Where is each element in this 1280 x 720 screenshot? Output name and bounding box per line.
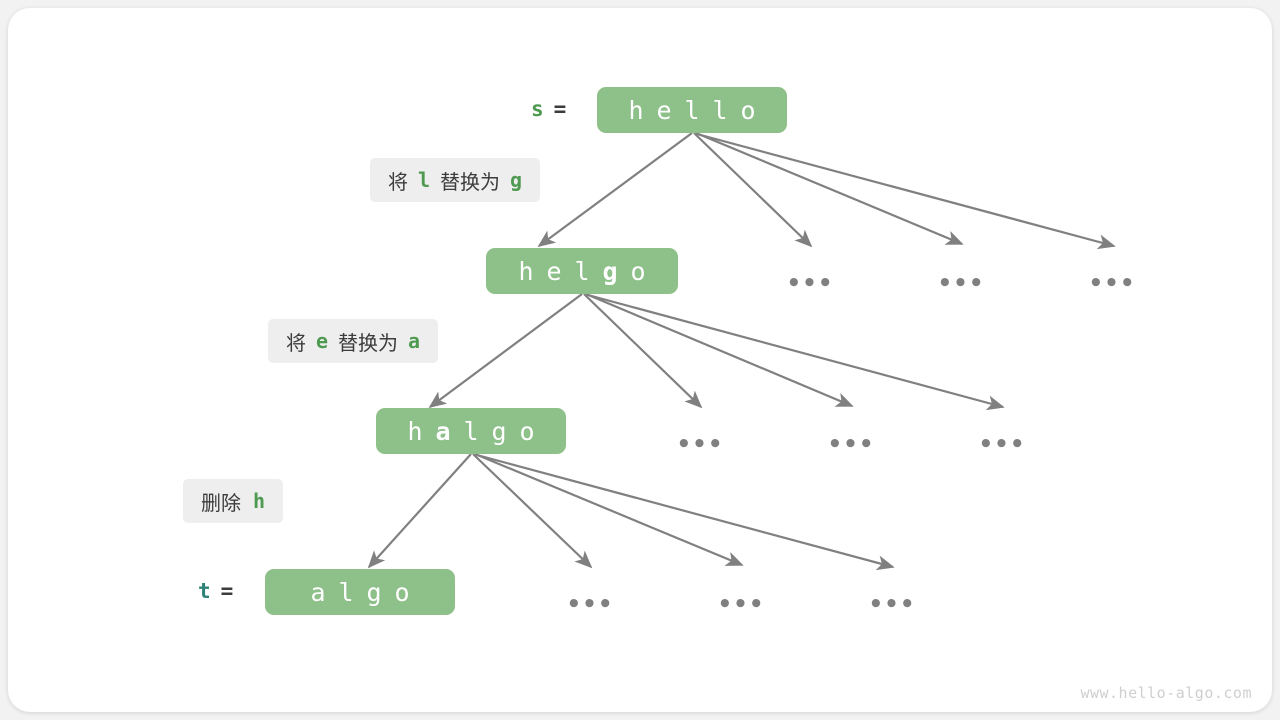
equals-sign-s: = xyxy=(553,97,567,121)
operation-label-replace-l-with-g: 将 l 替换为 g xyxy=(370,158,541,202)
char-1: e xyxy=(546,256,562,286)
ellipsis-r2-c2: ••• xyxy=(827,431,875,458)
ellipsis-r1-c3: ••• xyxy=(1088,270,1136,297)
char-4: o xyxy=(630,256,646,286)
op-middle: 替换为 xyxy=(338,330,399,355)
char-0: h xyxy=(407,416,423,446)
char-2: l xyxy=(574,256,590,286)
op-to-char: a xyxy=(408,329,421,353)
ellipsis-r2-c3: ••• xyxy=(978,431,1026,458)
op-from-char: l xyxy=(418,168,431,192)
ellipsis-r2-c1: ••• xyxy=(676,431,724,458)
string-node-halgo[interactable]: h a l g o xyxy=(376,408,566,454)
op-prefix: 删除 xyxy=(201,490,241,515)
string-node-hello[interactable]: h e l l o xyxy=(597,87,787,133)
ellipsis-r3-c3: ••• xyxy=(868,591,916,618)
string-node-hello-chars: h e l l o xyxy=(622,96,762,125)
string-node-helgo[interactable]: h e l g o xyxy=(486,248,678,294)
char-3: l xyxy=(712,95,728,125)
char-0: h xyxy=(628,95,644,125)
op-from-char: e xyxy=(316,329,329,353)
char-4: o xyxy=(740,95,756,125)
operation-label-replace-e-with-a: 将 e 替换为 a xyxy=(268,319,439,363)
variable-name-t: t xyxy=(198,579,211,603)
op-from-char: h xyxy=(253,489,266,513)
variable-label-t: t = xyxy=(198,579,233,603)
ellipsis-r3-c1: ••• xyxy=(566,591,614,618)
char-0: h xyxy=(518,256,534,286)
op-middle: 替换为 xyxy=(440,169,501,194)
char-0: a xyxy=(310,577,326,607)
ellipsis-r1-c2: ••• xyxy=(937,270,985,297)
equals-sign-t: = xyxy=(220,579,234,603)
char-2: l xyxy=(463,416,479,446)
ellipsis-r3-c2: ••• xyxy=(717,591,765,618)
char-3-highlighted: g xyxy=(602,256,618,286)
string-node-algo-chars: a l g o xyxy=(304,578,416,607)
char-3: g xyxy=(491,416,507,446)
char-1-highlighted: a xyxy=(435,416,451,446)
op-prefix: 将 xyxy=(388,169,408,194)
op-prefix: 将 xyxy=(286,330,306,355)
string-node-halgo-chars: h a l g o xyxy=(401,417,541,446)
site-watermark: www.hello-algo.com xyxy=(1080,684,1252,702)
char-1: e xyxy=(656,95,672,125)
string-node-helgo-chars: h e l g o xyxy=(512,257,652,286)
char-1: l xyxy=(338,577,354,607)
operation-label-delete-h: 删除 h xyxy=(183,479,284,523)
char-2: g xyxy=(366,577,382,607)
ellipsis-r1-c1: ••• xyxy=(786,270,834,297)
variable-name-s: s xyxy=(531,97,544,121)
char-2: l xyxy=(684,95,700,125)
char-3: o xyxy=(394,577,410,607)
op-to-char: g xyxy=(510,168,523,192)
char-4: o xyxy=(519,416,535,446)
string-node-algo[interactable]: a l g o xyxy=(265,569,455,615)
variable-label-s: s = xyxy=(531,97,566,121)
